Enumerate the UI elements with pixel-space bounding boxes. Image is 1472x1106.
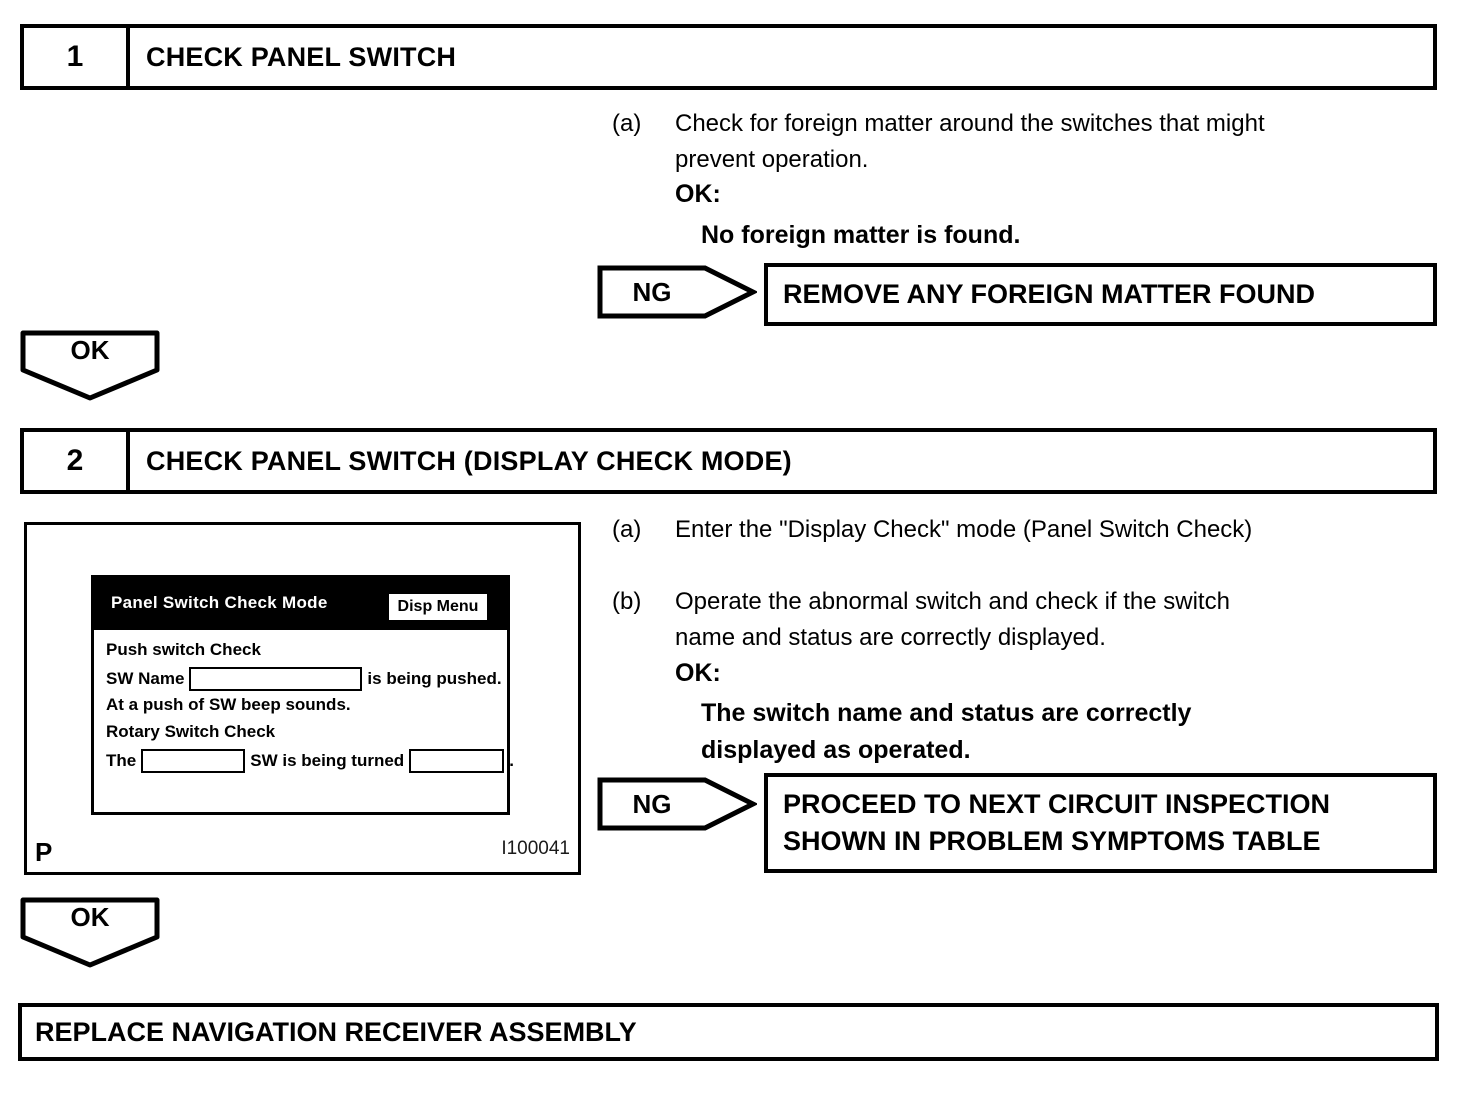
ng-arrow-icon: [597, 777, 757, 831]
step2-item-b-label: (b): [612, 588, 642, 615]
step1-ng-arrow: NG: [597, 265, 757, 319]
ok-arrow-icon: [20, 897, 160, 968]
sw-name-suffix: is being pushed.: [367, 669, 502, 688]
step1-ok-condition: No foreign matter is found.: [701, 221, 1021, 249]
step1-ng-action-box: REMOVE ANY FOREIGN MATTER FOUND: [764, 263, 1437, 326]
push-switch-check-heading: Push switch Check: [106, 640, 261, 659]
ng-arrow-icon: [597, 265, 757, 319]
step2-item-a-label: (a): [612, 516, 642, 543]
step2-ok-condition: The switch name and status are correctly…: [701, 699, 1192, 764]
step1-ok-arrow: OK: [20, 330, 160, 402]
step2-item-a: (a) Enter the "Display Check" mode (Pane…: [612, 512, 1462, 548]
step2-item-b: (b) Operate the abnormal switch and chec…: [612, 584, 1462, 656]
sw-name-prefix: SW Name: [106, 669, 185, 688]
beep-line: At a push of SW beep sounds.: [106, 695, 351, 714]
page-marker: P: [35, 837, 53, 867]
step1-ok-heading: OK:: [675, 180, 721, 208]
screen-header-bar: Panel Switch Check Mode Disp Menu: [94, 578, 507, 630]
display-screen: Panel Switch Check Mode Disp Menu Push s…: [91, 575, 514, 815]
step1-ok-arrow-label: OK: [70, 335, 110, 365]
ok-arrow-icon: [20, 330, 160, 401]
step1-ng-label: NG: [632, 276, 672, 307]
step1-item-a: (a) Check for foreign matter around the …: [612, 106, 1452, 178]
final-action-box: REPLACE NAVIGATION RECEIVER ASSEMBLY: [18, 1003, 1439, 1061]
step2-ng-label: NG: [632, 788, 672, 819]
rotary-direction-field: [409, 749, 505, 773]
step1-header: 1 CHECK PANEL SWITCH: [20, 24, 1437, 90]
panel-switch-check-figure: Panel Switch Check Mode Disp Menu Push s…: [24, 522, 581, 875]
sw-name-field: [189, 667, 363, 691]
screen-title: Panel Switch Check Mode: [111, 593, 328, 612]
step1-title: CHECK PANEL SWITCH: [146, 41, 457, 72]
step2-item-a-text: Enter the "Display Check" mode (Panel Sw…: [675, 516, 1253, 543]
step2-ok-heading: OK:: [675, 659, 721, 687]
step1-item-a-label: (a): [612, 110, 642, 137]
step2-title: CHECK PANEL SWITCH (DISPLAY CHECK MODE): [146, 445, 792, 476]
step2-ok-arrow: OK: [20, 897, 160, 969]
disp-menu-button: Disp Menu: [389, 594, 487, 620]
rotary-suffix: .: [509, 751, 514, 770]
sw-name-line: SW Name is being pushed.: [106, 667, 502, 691]
step2-ok-arrow-label: OK: [70, 902, 110, 932]
rotary-prefix: The: [106, 751, 137, 770]
rotary-sw-field: [141, 749, 246, 773]
step2-ng-action-box: PROCEED TO NEXT CIRCUIT INSPECTION SHOWN…: [764, 773, 1437, 873]
rotary-switch-check-heading: Rotary Switch Check: [106, 722, 276, 741]
step1-number: 1: [24, 28, 130, 86]
step2-ng-arrow: NG: [597, 777, 757, 831]
step2-number: 2: [24, 432, 130, 490]
step2-item-b-text: Operate the abnormal switch and check if…: [675, 588, 1230, 651]
rotary-line: The SW is being turned .: [106, 749, 514, 773]
figure-id: I100041: [501, 838, 570, 859]
step1-item-a-text: Check for foreign matter around the swit…: [675, 110, 1265, 173]
rotary-mid: SW is being turned: [250, 751, 405, 770]
step2-header: 2 CHECK PANEL SWITCH (DISPLAY CHECK MODE…: [20, 428, 1437, 494]
